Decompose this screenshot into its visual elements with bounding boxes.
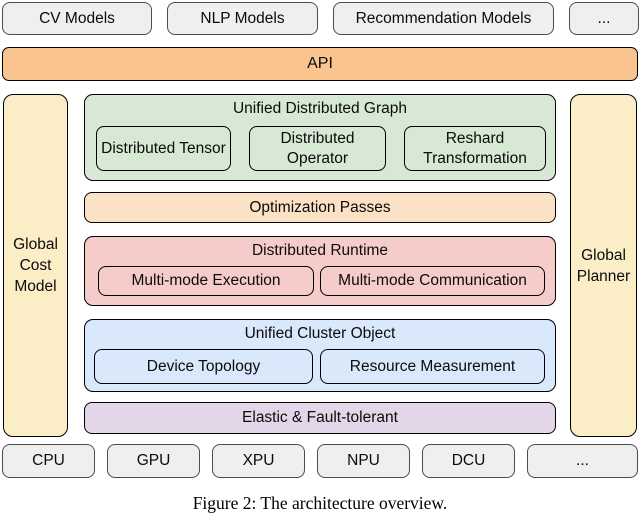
unified-distributed-graph-section: Unified Distributed Graph Distributed Te…: [84, 94, 556, 181]
graph-sub-row: Distributed Tensor Distributed Operator …: [85, 126, 555, 171]
reshard-transformation-box: Reshard Transformation: [404, 126, 546, 171]
unified-cluster-object-title: Unified Cluster Object: [244, 325, 396, 342]
hardware-box-npu: NPU: [317, 444, 410, 478]
model-box-recommendation: Recommendation Models: [333, 2, 554, 35]
global-cost-model-label: Global Cost Model: [13, 236, 58, 295]
hardware-box-gpu: GPU: [107, 444, 200, 478]
hardware-box-xpu: XPU: [212, 444, 305, 478]
model-box-nlp: NLP Models: [167, 2, 318, 35]
distributed-operator-box: Distributed Operator: [249, 126, 386, 171]
model-layer-row: CV Models NLP Models Recommendation Mode…: [2, 2, 639, 35]
resource-measurement-box: Resource Measurement: [320, 349, 545, 384]
model-box-ellipsis: ...: [569, 2, 639, 35]
global-planner-box: Global Planner: [570, 94, 637, 437]
global-cost-model-box: Global Cost Model: [3, 94, 68, 437]
hardware-layer-row: CPU GPU XPU NPU DCU ...: [2, 444, 638, 478]
api-bar: API: [2, 47, 638, 81]
global-planner-label: Global Planner: [576, 246, 631, 285]
device-topology-box: Device Topology: [94, 349, 313, 384]
cluster-sub-row: Device Topology Resource Measurement: [85, 349, 555, 384]
hardware-box-cpu: CPU: [2, 444, 95, 478]
distributed-tensor-box: Distributed Tensor: [96, 126, 231, 171]
middle-band: Global Cost Model Unified Distributed Gr…: [3, 94, 637, 437]
hardware-box-dcu: DCU: [422, 444, 515, 478]
elastic-fault-tolerant-bar: Elastic & Fault-tolerant: [84, 402, 556, 434]
multi-mode-communication-box: Multi-mode Communication: [320, 266, 545, 296]
unified-distributed-graph-title: Unified Distributed Graph: [232, 100, 408, 117]
distributed-runtime-title: Distributed Runtime: [251, 242, 389, 259]
unified-cluster-object-section: Unified Cluster Object Device Topology R…: [84, 319, 556, 392]
hardware-box-ellipsis: ...: [527, 444, 638, 478]
center-stack: Unified Distributed Graph Distributed Te…: [84, 94, 556, 437]
optimization-passes-bar: Optimization Passes: [84, 192, 556, 223]
distributed-runtime-section: Distributed Runtime Multi-mode Execution…: [84, 236, 556, 306]
figure-caption: Figure 2: The architecture overview.: [192, 493, 448, 513]
model-box-cv: CV Models: [2, 2, 152, 35]
multi-mode-execution-box: Multi-mode Execution: [98, 266, 314, 296]
runtime-sub-row: Multi-mode Execution Multi-mode Communic…: [85, 266, 555, 296]
